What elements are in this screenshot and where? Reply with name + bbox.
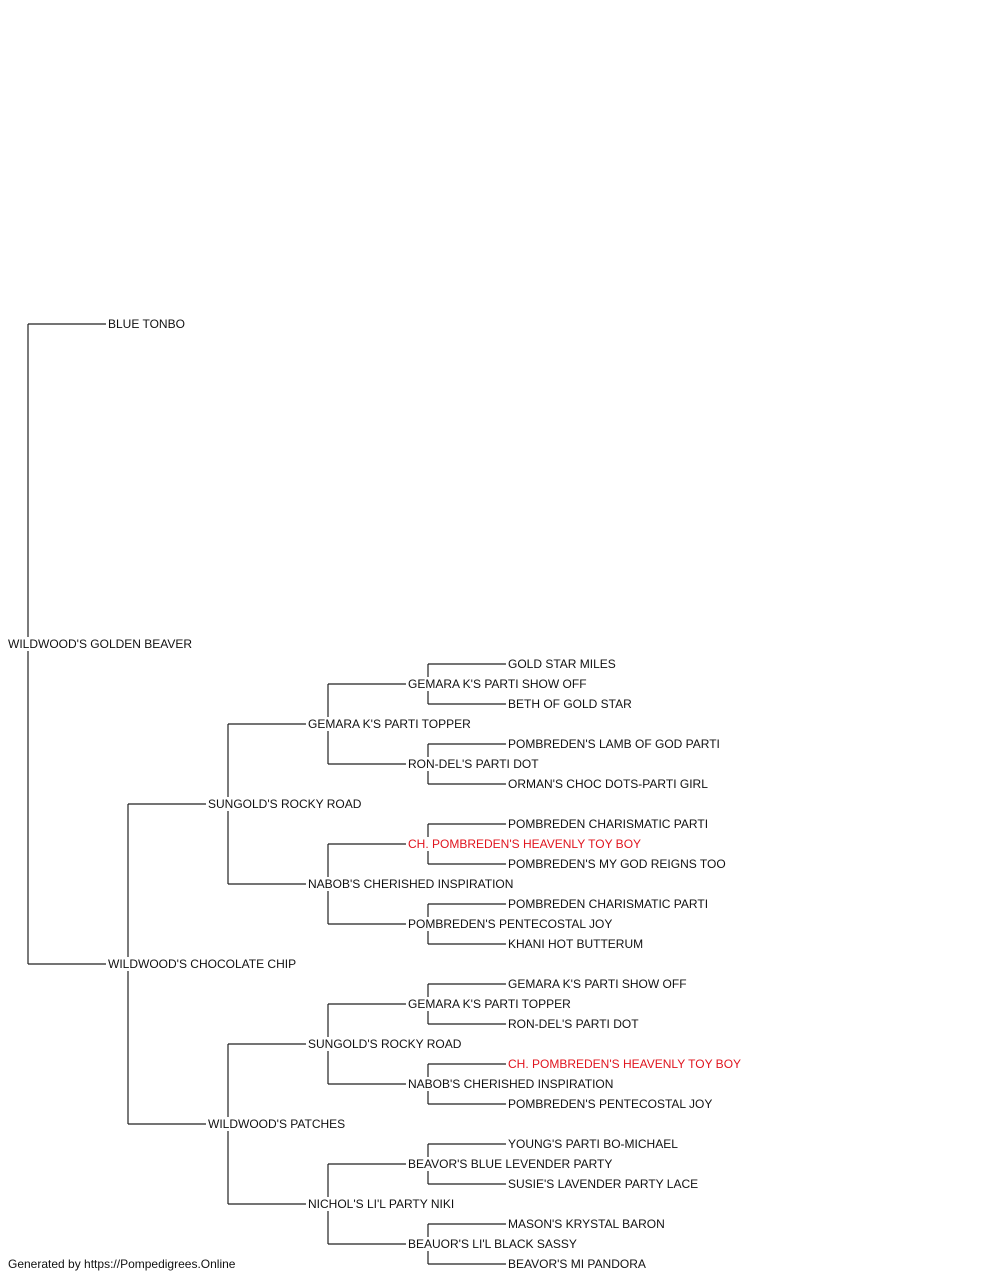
pedigree-name: CH. POMBREDEN'S HEAVENLY TOY BOY xyxy=(407,837,643,851)
pedigree-name: BEAVOR'S BLUE LEVENDER PARTY xyxy=(407,1157,614,1171)
pedigree-name: POMBREDEN'S MY GOD REIGNS TOO xyxy=(507,857,727,871)
pedigree-name: NICHOL'S LI'L PARTY NIKI xyxy=(307,1197,456,1211)
pedigree-name: GEMARA K'S PARTI TOPPER xyxy=(407,997,572,1011)
pedigree-name: MASON'S KRYSTAL BARON xyxy=(507,1217,666,1231)
pedigree-name: RON-DEL'S PARTI DOT xyxy=(407,757,540,771)
pedigree-name: ORMAN'S CHOC DOTS-PARTI GIRL xyxy=(507,777,709,791)
pedigree-name: POMBREDEN CHARISMATIC PARTI xyxy=(507,817,710,831)
pedigree-name: GEMARA K'S PARTI SHOW OFF xyxy=(507,977,688,991)
pedigree-name: WILDWOOD'S PATCHES xyxy=(207,1117,347,1131)
pedigree-name: POMBREDEN CHARISMATIC PARTI xyxy=(507,897,710,911)
pedigree-name: GEMARA K'S PARTI TOPPER xyxy=(307,717,472,731)
pedigree-name: WILDWOOD'S GOLDEN BEAVER xyxy=(7,637,194,651)
pedigree-name: GOLD STAR MILES xyxy=(507,657,617,671)
pedigree-name: POMBREDEN'S PENTECOSTAL JOY xyxy=(407,917,614,931)
pedigree-name: WILDWOOD'S CHOCOLATE CHIP xyxy=(107,957,298,971)
pedigree-name: YOUNG'S PARTI BO-MICHAEL xyxy=(507,1137,679,1151)
pedigree-name: POMBREDEN'S LAMB OF GOD PARTI xyxy=(507,737,721,751)
pedigree-name: SUSIE'S LAVENDER PARTY LACE xyxy=(507,1177,700,1191)
pedigree-name: SUNGOLD'S ROCKY ROAD xyxy=(207,797,363,811)
pedigree-name: CH. POMBREDEN'S HEAVENLY TOY BOY xyxy=(507,1057,743,1071)
pedigree-name: BETH OF GOLD STAR xyxy=(507,697,633,711)
pedigree-name: BEAVOR'S MI PANDORA xyxy=(507,1257,647,1271)
pedigree-name: SUNGOLD'S ROCKY ROAD xyxy=(307,1037,463,1051)
pedigree-name: RON-DEL'S PARTI DOT xyxy=(507,1017,640,1031)
pedigree-name: NABOB'S CHERISHED INSPIRATION xyxy=(407,1077,615,1091)
pedigree-name: GEMARA K'S PARTI SHOW OFF xyxy=(407,677,588,691)
pedigree-name: BEAUOR'S LI'L BLACK SASSY xyxy=(407,1237,578,1251)
pedigree-name: NABOB'S CHERISHED INSPIRATION xyxy=(307,877,515,891)
footer-credit: Generated by https://Pompedigrees.Online xyxy=(8,1257,236,1271)
pedigree-name: POMBREDEN'S PENTECOSTAL JOY xyxy=(507,1097,714,1111)
pedigree-name: BLUE TONBO xyxy=(107,317,186,331)
pedigree-name: KHANI HOT BUTTERUM xyxy=(507,937,645,951)
